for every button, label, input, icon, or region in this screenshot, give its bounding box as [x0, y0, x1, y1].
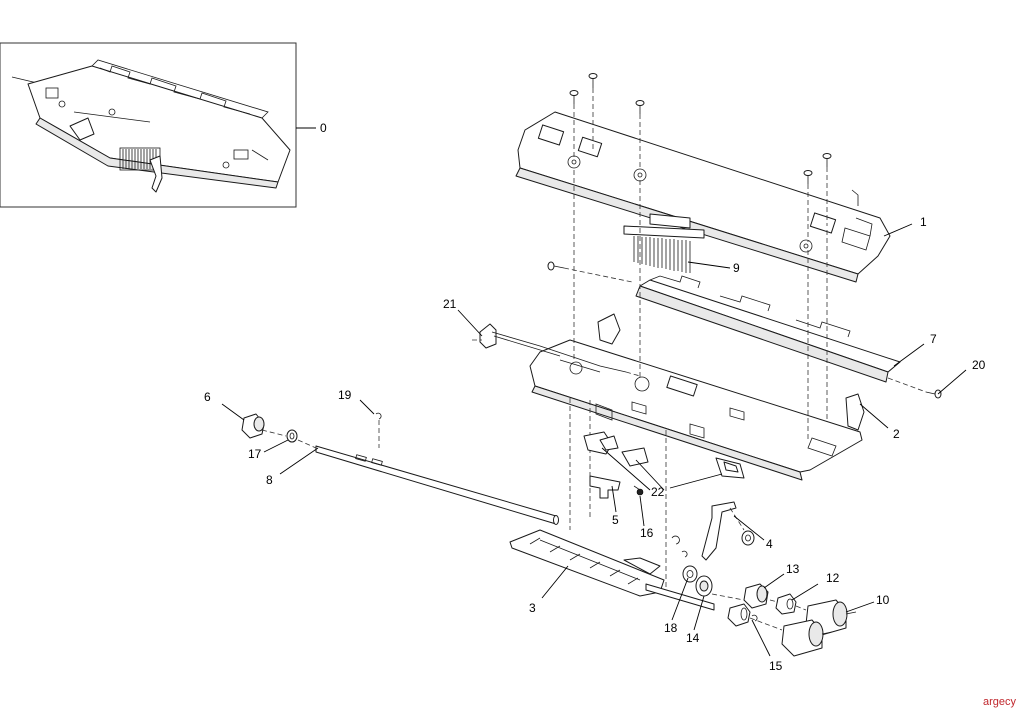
part-brush [623, 213, 731, 273]
callout-17: 17 [248, 447, 262, 461]
part-roller-6 [241, 413, 265, 439]
callout-9: 9 [733, 261, 740, 275]
callout-13: 13 [786, 562, 800, 576]
part-lever-4 [701, 501, 755, 561]
callouts: 0 1 2 3 4 5 6 7 8 9 10 12 13 14 15 16 17… [204, 121, 986, 673]
callout-7: 7 [930, 332, 937, 346]
callout-19: 19 [338, 388, 352, 402]
callout-8: 8 [266, 473, 273, 487]
part-bushing-17 [286, 429, 298, 443]
callout-5: 5 [612, 513, 619, 527]
callout-12: 12 [826, 571, 840, 585]
part-main-frame [529, 313, 865, 481]
part-screw-20 [887, 377, 942, 399]
leader-lines [221, 223, 967, 657]
callout-4: 4 [766, 537, 773, 551]
part-actuator-5 [589, 475, 621, 499]
callout-3: 3 [529, 601, 536, 615]
callout-16: 16 [640, 526, 654, 540]
part-roller-15 [727, 603, 758, 627]
callout-20: 20 [972, 358, 986, 372]
callout-1: 1 [920, 215, 927, 229]
part-ering-19 [375, 412, 382, 448]
part-roller-14 [695, 575, 713, 597]
part-spring-16 [633, 485, 644, 496]
part-long-cover [635, 275, 901, 383]
assembly-inset [0, 42, 316, 208]
callout-2: 2 [893, 427, 900, 441]
part-roller-10 [781, 599, 857, 657]
callout-6: 6 [204, 390, 211, 404]
part-harness [472, 323, 641, 377]
argecy-watermark: argecy [982, 696, 1016, 708]
callout-21: 21 [443, 297, 457, 311]
callout-0: 0 [320, 121, 327, 135]
callout-18: 18 [664, 621, 678, 635]
screw-9 [547, 261, 633, 283]
part-shaft-8 [315, 445, 559, 525]
part-sensors [583, 431, 745, 479]
part-ering-18 [671, 535, 688, 558]
callout-10: 10 [876, 593, 890, 607]
top-cover-screws [569, 73, 832, 242]
part-roller-12 [775, 593, 797, 615]
callout-22: 22 [651, 485, 665, 499]
part-roller-shaft [645, 565, 715, 611]
callout-15: 15 [769, 659, 783, 673]
callout-14: 14 [686, 631, 700, 645]
part-top-cover [515, 111, 891, 283]
